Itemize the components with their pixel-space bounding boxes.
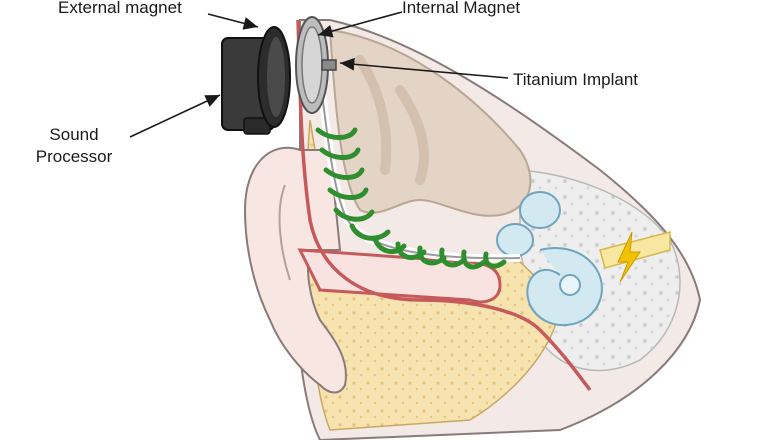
titanium-implant-label: Titanium Implant	[513, 70, 639, 89]
cochlea	[496, 191, 603, 327]
sound-processor	[221, 26, 291, 135]
skin-membrane	[296, 19, 592, 392]
cochlear-nerve	[599, 231, 671, 269]
internal-magnet	[295, 16, 337, 114]
internal-magnet-label: Internal Magnet	[402, 0, 521, 17]
lightning-icon	[617, 231, 641, 283]
sound-processor-label-line2: Processor	[35, 147, 113, 166]
outer-ear	[243, 146, 347, 394]
sound-processor-label: Sound Processor	[28, 124, 120, 168]
external-magnet-label: External magnet	[58, 0, 182, 17]
sound-processor-label-line1: Sound	[49, 125, 99, 144]
electrode-coil	[315, 127, 507, 270]
